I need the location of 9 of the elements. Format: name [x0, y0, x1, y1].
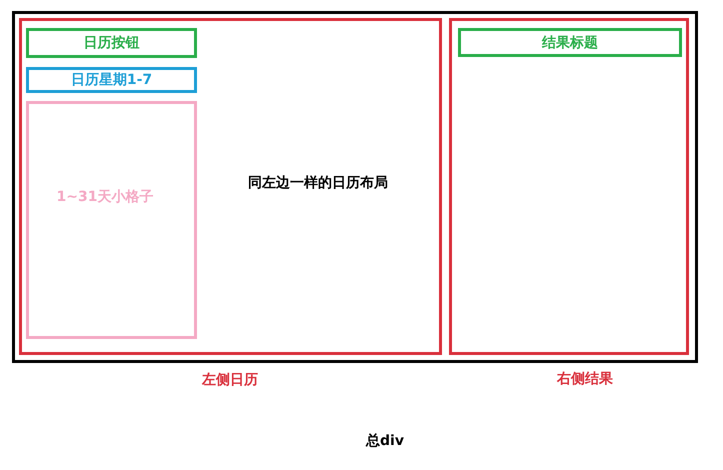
- text-box: 结果标题: [458, 28, 682, 57]
- box-label: 总div: [366, 432, 404, 450]
- box-label: 1~31天小格子: [56, 188, 154, 206]
- box-label: 左侧日历: [202, 371, 258, 389]
- box-label: 右侧结果: [557, 370, 613, 388]
- text-box: 日历星期1-7: [26, 67, 197, 93]
- box-label: 同左边一样的日历布局: [248, 174, 388, 192]
- text-box: 日历按钮: [26, 28, 197, 58]
- text-box: [26, 101, 197, 339]
